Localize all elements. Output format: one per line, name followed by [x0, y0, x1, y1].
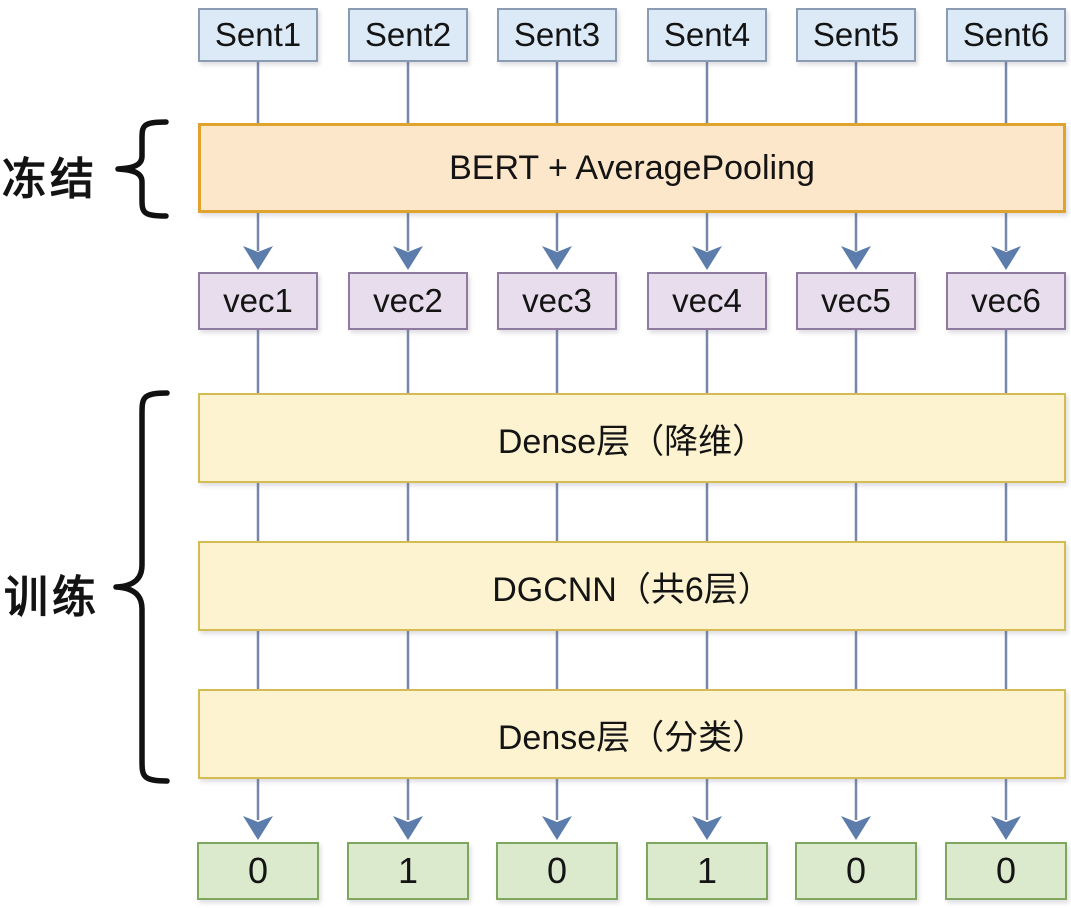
input-box-sent2: Sent2	[348, 8, 468, 62]
input-box-sent3: Sent3	[497, 8, 617, 62]
output-box-3: 0	[496, 842, 618, 900]
plain-connectors	[256, 62, 1008, 689]
input-box-sent6: Sent6	[946, 8, 1066, 62]
output-box-5: 0	[795, 842, 917, 900]
input-box-sent1: Sent1	[198, 8, 318, 62]
frozen-label: 冻结	[2, 154, 98, 205]
vector-box-vec2: vec2	[348, 272, 468, 330]
bert-average-pooling-block: BERT + AveragePooling	[198, 123, 1066, 213]
frozen-brace-icon	[115, 119, 169, 219]
arrowhead-icons	[243, 246, 1021, 840]
vector-box-vec5: vec5	[796, 272, 916, 330]
output-box-1: 0	[197, 842, 319, 900]
vector-box-vec4: vec4	[647, 272, 767, 330]
output-box-2: 1	[347, 842, 469, 900]
vector-box-vec6: vec6	[946, 272, 1066, 330]
output-box-6: 0	[945, 842, 1067, 900]
dense-reduce-block: Dense层（降维）	[198, 393, 1066, 483]
dense-classify-block: Dense层（分类）	[198, 689, 1066, 779]
vector-box-vec1: vec1	[198, 272, 318, 330]
train-brace-icon	[113, 390, 170, 784]
output-box-4: 1	[646, 842, 768, 900]
vector-box-vec3: vec3	[497, 272, 617, 330]
input-box-sent5: Sent5	[796, 8, 916, 62]
dgcnn-block: DGCNN（共6层）	[198, 541, 1066, 631]
train-label: 训练	[4, 572, 100, 623]
arrow-shafts	[256, 213, 1008, 820]
input-box-sent4: Sent4	[647, 8, 767, 62]
